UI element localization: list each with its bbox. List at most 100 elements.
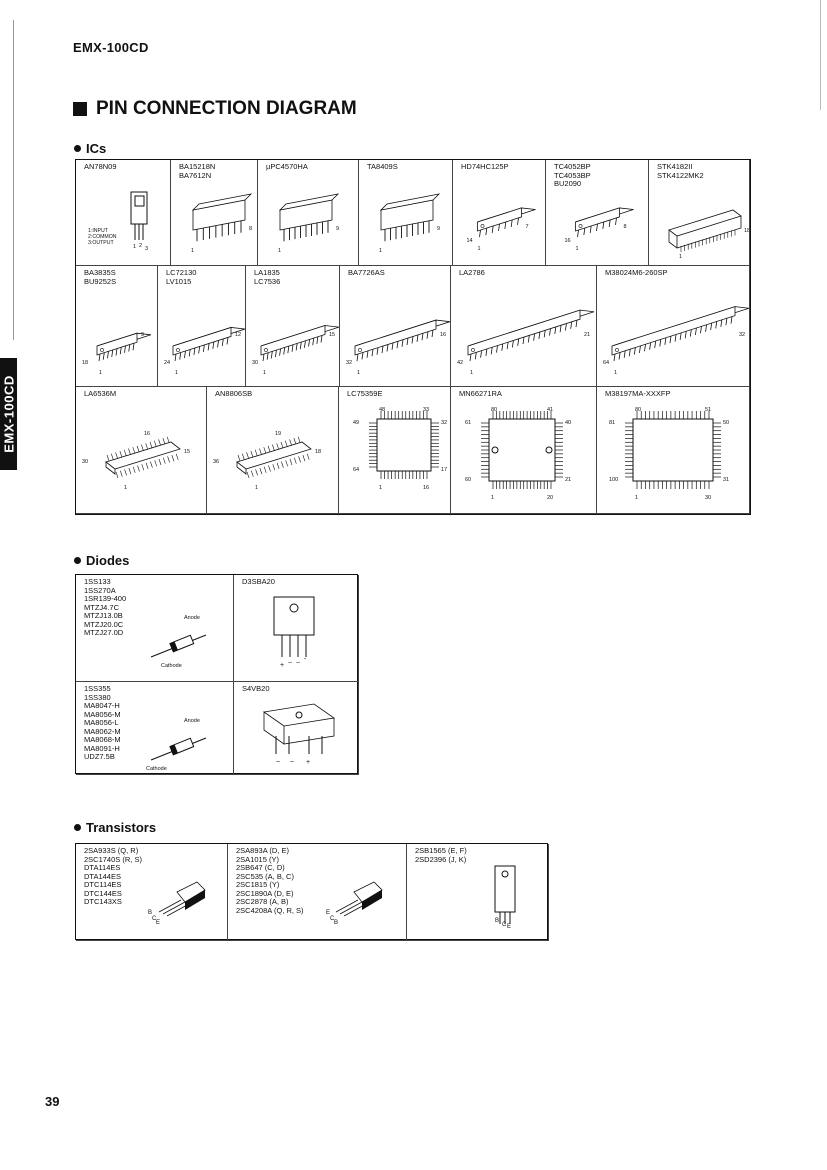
transistors-table: 2SA933S (Q, R) 2SC1740S (R, S) DTA114ES … [75, 843, 549, 941]
diode-cell-1-drawing: +~~- [273, 596, 315, 669]
pin-number: 40 [565, 420, 571, 426]
diode-icon [150, 634, 207, 658]
hybrid-module-icon [668, 209, 742, 252]
diode-cell-2-label: 1SS355 1SS380 MA8047-H MA8056-M MA8056-L… [84, 684, 121, 761]
dip-package-icon [477, 207, 536, 238]
pin-number: 16 [423, 485, 429, 491]
pin-number: 14 [467, 238, 473, 244]
pin-number: 1 [175, 370, 178, 376]
dip-package-icon [354, 319, 450, 362]
pin-symbol: + [280, 662, 284, 669]
pin-number: 36 [213, 459, 219, 465]
pin-number: 8 [249, 226, 252, 232]
page-number: 39 [45, 1094, 60, 1109]
pin-number: 18 [82, 360, 88, 366]
pin-number: 100 [609, 477, 618, 483]
transistor-cell-0-label: 2SA933S (Q, R) 2SC1740S (R, S) DTA114ES … [84, 846, 142, 906]
bullet-icon [74, 145, 81, 152]
transistor-cell-1: 2SA893A (D, E) 2SA1015 (Y) 2SB647 (C, D)… [228, 844, 407, 941]
section-ics-heading: ICs [74, 141, 106, 156]
pin-number: 8 [624, 224, 627, 230]
pin-number: 21 [584, 332, 590, 338]
sip-package-icon [278, 193, 340, 242]
ic-cell-4-label: HD74HC125P [461, 162, 509, 171]
pin-number: 60 [465, 477, 471, 483]
square-bullet-icon [73, 102, 87, 116]
pin-symbol: - [296, 739, 299, 746]
transistor-cell-1-drawing: ECB [326, 881, 383, 926]
pin-number: 64 [603, 360, 609, 366]
pin-number: 12 [235, 332, 241, 338]
model-name: EMX-100CD [73, 40, 149, 55]
ic-cell-11-label: LA2786 [459, 268, 485, 277]
bridge-rectifier-icon [262, 703, 336, 754]
pin-symbol: ~ [276, 759, 280, 766]
ic-cell-15-label: LC75359E [347, 389, 383, 398]
diode-cell-1: D3SBA20 +~~- [234, 575, 359, 682]
side-tab-label: EMX-100CD [1, 375, 16, 453]
ic-cell-12-label: M38024M6-260SP [605, 268, 668, 277]
pin-number: 1 [614, 370, 617, 376]
pin-letter: C [502, 922, 507, 928]
pin-number: 15 [184, 449, 190, 455]
pin-number: 1 [478, 246, 481, 252]
pin-note: 2:COMMON [88, 234, 117, 240]
pin-number: 1 [278, 248, 281, 254]
section-transistors-heading: Transistors [74, 820, 156, 835]
qfp-package-icon [481, 411, 563, 489]
ic-cell-2-drawing: 19 [278, 193, 340, 254]
pin-number: 2 [139, 243, 142, 249]
diode-icon [150, 737, 207, 761]
pin-number: 49 [353, 420, 359, 426]
ic-cell-6-label: STK4182II STK4122MK2 [657, 162, 704, 180]
pin-number: 17 [441, 467, 447, 473]
pin-number: 7 [526, 224, 529, 230]
diode-cell-3-label: S4VB20 [242, 684, 270, 693]
sip-package-icon [379, 193, 441, 242]
page-title-text: PIN CONNECTION DIAGRAM [96, 98, 357, 119]
pin-number: 80 [635, 407, 641, 413]
diode-cell-0: 1SS133 1SS270A 1SR139-400 MTZJ4.7C MTZJ1… [76, 575, 234, 682]
pin-number: 18 [744, 228, 750, 234]
to220-transistor-icon [494, 865, 516, 924]
section-transistors-label: Transistors [86, 820, 157, 835]
pin-number: 30 [705, 495, 711, 501]
section-diodes-heading: Diodes [74, 553, 129, 568]
pin-note: 1:INPUT [88, 228, 109, 234]
pin-number: 64 [353, 467, 359, 473]
dip-package-icon [575, 207, 634, 238]
to92-transistor-icon [158, 881, 206, 917]
side-tab: EMX-100CD [0, 358, 17, 470]
section-diodes-label: Diodes [86, 553, 130, 568]
pin-number: 9 [437, 226, 440, 232]
pin-number: 1 [255, 485, 258, 491]
pin-number: 3 [145, 246, 148, 252]
pin-letter: E [156, 920, 160, 926]
pin-number: 15 [329, 332, 335, 338]
pin-number: 30 [82, 459, 88, 465]
page-title: PIN CONNECTION DIAGRAM [73, 98, 357, 120]
dip-package-icon [260, 324, 339, 362]
pin-number: 1 [470, 370, 473, 376]
diode-cell-1-label: D3SBA20 [242, 577, 275, 586]
pin-number: 1 [379, 485, 382, 491]
pin-number: 32 [346, 360, 352, 366]
pin-number: 51 [705, 407, 711, 413]
pin-letter: E [507, 924, 511, 930]
transistor-cell-2-label: 2SB1565 (E, F) 2SD2396 (J, K) [415, 846, 467, 864]
